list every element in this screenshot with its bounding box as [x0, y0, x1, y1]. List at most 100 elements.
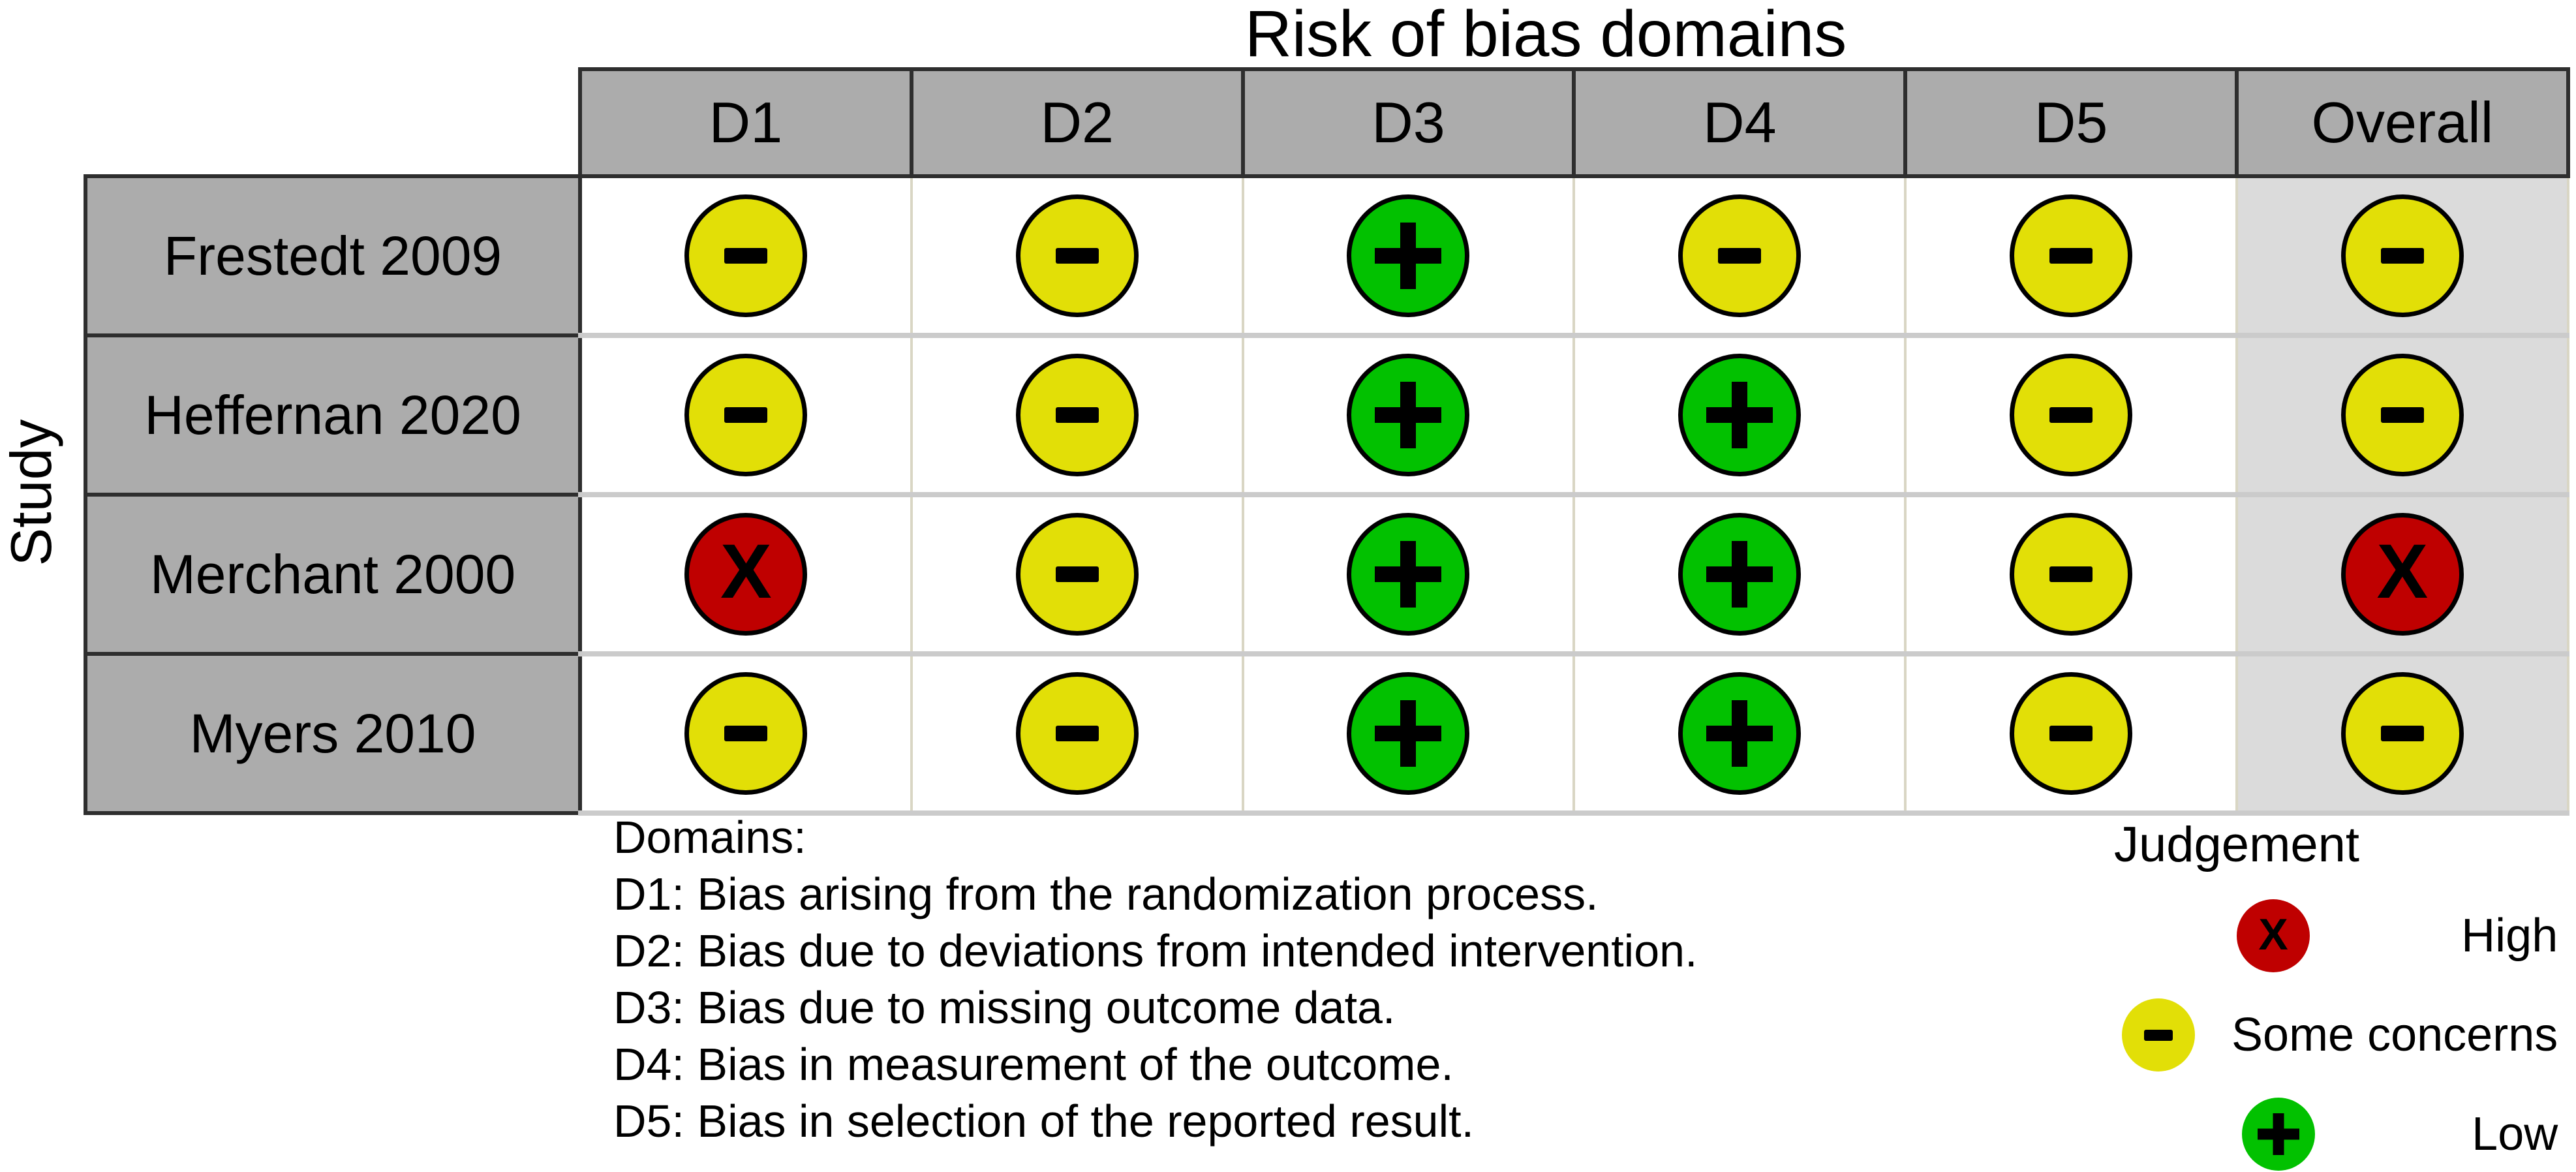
minus-icon — [2380, 726, 2424, 741]
judgement-circle-low — [1347, 513, 1470, 636]
figure-title: Risk of bias domains — [1244, 0, 1847, 70]
judgement-circle-high: X — [2237, 899, 2310, 972]
minus-icon — [1055, 407, 1099, 423]
judgement-cell — [580, 176, 913, 338]
judgement-circle-some_concerns — [1015, 513, 1139, 636]
minus-icon — [724, 726, 768, 741]
plus-icon — [1375, 223, 1441, 289]
plus-icon — [1375, 382, 1441, 448]
y-axis-label: Study — [0, 419, 63, 566]
domain-definition: D1: Bias arising from the randomization … — [613, 869, 1599, 919]
judgement-circle-some_concerns — [2340, 194, 2464, 317]
minus-icon — [724, 407, 768, 423]
judgement-cell — [2236, 335, 2569, 497]
domain-definition: D2: Bias due to deviations from intended… — [613, 925, 1698, 976]
judgement-cell — [1242, 335, 1576, 497]
study-label: Heffernan 2020 — [84, 333, 582, 497]
x-icon: X — [2376, 529, 2429, 615]
column-header-overall: Overall — [2234, 67, 2570, 178]
judgement-cell — [580, 654, 913, 816]
table-row: Myers 2010 — [84, 652, 2569, 816]
minus-icon — [724, 247, 768, 264]
judgement-circle-low — [1347, 672, 1470, 795]
judgement-circle-some_concerns — [1015, 354, 1139, 476]
legend-label: High — [2461, 910, 2558, 962]
judgement-cell — [2236, 654, 2569, 816]
table-row: Heffernan 2020 — [84, 333, 2569, 497]
minus-icon — [1718, 247, 1762, 264]
minus-icon — [1055, 247, 1099, 264]
study-label: Myers 2010 — [84, 652, 582, 815]
judgement-cell — [1242, 176, 1576, 338]
judgement-circle-some_concerns — [684, 672, 808, 795]
judgement-circle-low — [1678, 354, 1802, 476]
judgement-circle-some_concerns — [1678, 194, 1802, 317]
judgement-cell: X — [580, 495, 913, 656]
column-header-d1: D1 — [578, 67, 913, 178]
judgement-circle-some_concerns — [684, 194, 808, 317]
judgement-circle-some_concerns — [2010, 513, 2133, 636]
table-row: Frestedt 2009 — [84, 174, 2569, 338]
judgement-cell — [911, 495, 1244, 656]
table-row: Merchant 2000 X X — [84, 493, 2569, 656]
judgement-circle-low — [1347, 194, 1470, 317]
minus-icon — [1055, 726, 1099, 741]
judgement-cell — [580, 335, 913, 497]
legend-title: Judgement — [2114, 817, 2360, 872]
judgement-cell — [1242, 495, 1576, 656]
minus-icon — [2049, 407, 2093, 423]
plus-icon — [1375, 700, 1441, 767]
column-header-d2: D2 — [909, 67, 1245, 178]
judgement-cell — [1574, 335, 1907, 497]
domain-definition: D4: Bias in measurement of the outcome. — [613, 1039, 1454, 1090]
judgement-cell — [1905, 335, 2238, 497]
judgement-circle-low — [1347, 354, 1470, 476]
judgement-circle-high: X — [684, 513, 808, 636]
legend-label: Some concerns — [2231, 1009, 2558, 1061]
study-label: Merchant 2000 — [84, 493, 582, 656]
minus-icon — [2380, 407, 2424, 423]
judgement-cell — [1905, 495, 2238, 656]
minus-icon — [2144, 1029, 2173, 1041]
judgement-circle-some_concerns — [2010, 194, 2133, 317]
judgement-cell — [1574, 654, 1907, 816]
judgement-circle-high: X — [2340, 513, 2464, 636]
judgement-circle-some_concerns — [2340, 354, 2464, 476]
column-header-d3: D3 — [1240, 67, 1576, 178]
judgement-cell — [1574, 176, 1907, 338]
plus-icon — [1706, 541, 1773, 608]
column-header-d5: D5 — [1903, 67, 2239, 178]
plus-icon — [2258, 1113, 2299, 1155]
judgement-circle-some_concerns — [2010, 354, 2133, 476]
judgement-cell — [1574, 495, 1907, 656]
header-row: D1 D2 D3 D4 D5 Overall — [85, 67, 2570, 178]
judgement-circle-some_concerns — [2010, 672, 2133, 795]
judgement-circle-some_concerns — [2122, 998, 2195, 1072]
plus-icon — [1375, 541, 1441, 608]
study-label: Frestedt 2009 — [84, 174, 582, 337]
x-icon: X — [720, 529, 772, 615]
judgement-cell — [2236, 176, 2569, 338]
judgement-cell — [911, 654, 1244, 816]
judgement-cell — [1905, 176, 2238, 338]
judgement-circle-low — [2242, 1098, 2316, 1171]
domain-definition: D5: Bias in selection of the reported re… — [613, 1096, 1475, 1147]
corner-cell — [85, 69, 580, 176]
legend-item-low: Low — [2122, 1098, 2558, 1171]
domains-heading: Domains: — [613, 812, 806, 863]
judgement-cell — [911, 335, 1244, 497]
minus-icon — [1055, 566, 1099, 582]
minus-icon — [2380, 247, 2424, 264]
judgement-circle-low — [1678, 672, 1802, 795]
judgement-circle-some_concerns — [1015, 672, 1139, 795]
judgement-cell: X — [2236, 495, 2569, 656]
legend-item-high: X High — [2122, 899, 2558, 972]
domains-footnote: Domains: D1: Bias arising from the rando… — [613, 809, 1698, 1150]
judgement-cell — [1905, 654, 2238, 816]
domain-definition: D3: Bias due to missing outcome data. — [613, 982, 1396, 1033]
judgement-circle-low — [1678, 513, 1802, 636]
legend-label: Low — [2472, 1108, 2558, 1160]
